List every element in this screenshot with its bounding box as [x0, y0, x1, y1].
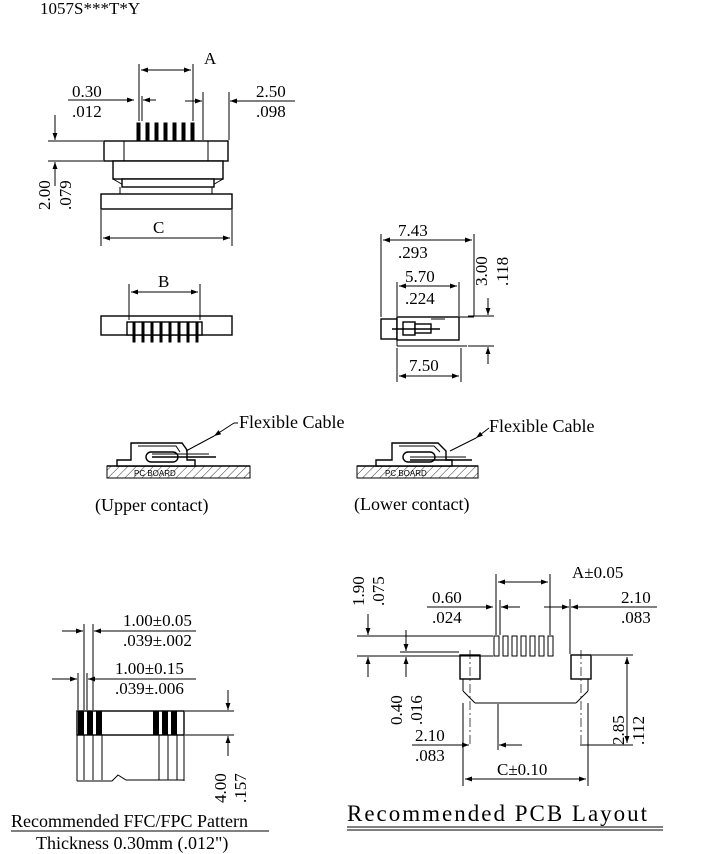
ffc-contacts [78, 711, 177, 735]
lower-contact-caption: (Lower contact) [354, 494, 469, 515]
side-depth-in: .293 [398, 243, 428, 262]
pcb-pad-len-mm: 1.90 [349, 576, 368, 606]
pcb-layout: A±0.05 0.60 .024 2.10 .083 1.90 .075 0.4… [347, 563, 663, 831]
top-view: A 0.30 .012 2.50 .098 2.00 .079 C [35, 49, 295, 246]
lower-cable-label: Flexible Cable [489, 416, 594, 436]
ffc-length-in: .157 [231, 773, 250, 803]
ffc-pattern: 1.00±0.05 .039±.002 1.00±0.15 .039±.006 … [11, 611, 269, 854]
pcb-height-mm: 2.85 [609, 715, 628, 745]
ffc-width-in: .039±.006 [115, 679, 184, 698]
upper-contact-caption: (Upper contact) [95, 495, 208, 516]
side-base-mm: 7.50 [409, 356, 439, 375]
pcb-pad-len-in: .075 [369, 576, 388, 606]
bottom-view-pins [132, 321, 199, 343]
top-pitch-in: .012 [72, 102, 102, 121]
pcb-side-mm: 2.10 [621, 588, 651, 607]
upper-cable-label: Flexible Cable [239, 412, 344, 432]
pcb-layout-title: Recommended PCB Layout [347, 801, 649, 826]
ffc-length-mm: 4.00 [211, 773, 230, 803]
top-height-in: .079 [56, 180, 75, 210]
ffc-pattern-title: Recommended FFC/FPC Pattern [11, 811, 248, 831]
ffc-pitch-mm: 1.00±0.05 [123, 611, 192, 630]
side-inner-mm: 5.70 [405, 267, 435, 286]
bottom-view: B [100, 272, 233, 343]
top-view-pins [136, 122, 195, 142]
pcb-pad-w-mm: 0.60 [432, 588, 462, 607]
pcb-signal-pads [493, 635, 554, 657]
upper-board-label: PC BOARD [134, 469, 176, 478]
top-dim-a: A [204, 49, 217, 68]
top-dim-c: C [153, 218, 164, 237]
ffc-width-mm: 1.00±0.15 [115, 659, 184, 678]
ffc-thickness: Thickness 0.30mm (.012") [36, 833, 228, 854]
ffc-pitch-in: .039±.002 [123, 631, 192, 650]
part-number: 1057S***T*Y [40, 0, 140, 18]
side-height-in: .118 [493, 257, 512, 286]
pcb-dim-a: A±0.05 [572, 563, 623, 582]
pcb-pad-w-in: .024 [432, 608, 462, 627]
top-side-mm: 2.50 [256, 82, 286, 101]
pcb-dim-c: C±0.10 [497, 760, 547, 779]
pcb-height-in: .112 [629, 716, 648, 745]
top-height-mm: 2.00 [35, 180, 54, 210]
pcb-mount-in: .083 [415, 746, 445, 765]
pcb-gap-mm: 0.40 [387, 695, 406, 725]
side-inner-in: .224 [405, 289, 435, 308]
side-depth-mm: 7.43 [398, 221, 428, 240]
side-view: 7.43 .293 5.70 .224 3.00 .118 7.50 [380, 221, 512, 382]
top-pitch-mm: 0.30 [72, 82, 102, 101]
pcb-side-in: .083 [621, 608, 651, 627]
top-side-in: .098 [256, 102, 286, 121]
lower-contact-diagram: PC BOARD Flexible Cable (Lower contact) [354, 416, 594, 515]
pcb-gap-in: .016 [407, 695, 426, 725]
pcb-mount-mm: 2.10 [415, 726, 445, 745]
bottom-dim-b: B [158, 272, 169, 291]
side-height-mm: 3.00 [472, 256, 491, 286]
lower-board-label: PC BOARD [385, 469, 427, 478]
upper-contact-diagram: PC BOARD Flexible Cable (Upper contact) [95, 412, 344, 516]
